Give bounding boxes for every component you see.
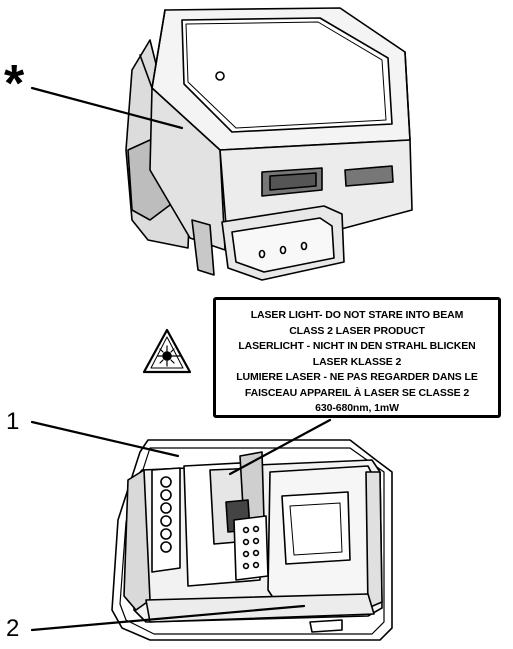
label-line: LASER KLASSE 2 <box>312 355 402 368</box>
callout-asterisk: * <box>4 55 25 113</box>
callout-1-leader-line <box>30 420 180 458</box>
laser-warning-icon <box>142 328 192 374</box>
label-line: CLASS 2 LASER PRODUCT <box>289 324 425 337</box>
label-line: LASER LIGHT- DO NOT STARE INTO BEAM <box>250 309 464 321</box>
laser-warning-label: LASER LIGHT- DO NOT STARE INTO BEAM CLAS… <box>213 297 501 418</box>
label-line: FAISCEAU APPAREIL À LASER SE CLASSE 2 <box>244 386 470 399</box>
label-line: LUMIERE LASER - NE PAS REGARDER DANS LE <box>236 371 478 383</box>
label-line: LASERLICHT - NICHT IN DEN STRAHL BLICKEN <box>238 340 476 352</box>
laser-label-leader-line <box>228 418 332 476</box>
callout-number-1: 1 <box>6 408 20 435</box>
label-line: 630-680nm, 1mW <box>315 402 399 414</box>
asterisk-leader-line <box>30 86 184 130</box>
ring-scanner-top-view <box>125 7 413 281</box>
ring-scanner-bottom-view <box>111 439 393 641</box>
callout-2-leader-line <box>30 604 306 632</box>
callout-number-2: 2 <box>6 615 20 642</box>
